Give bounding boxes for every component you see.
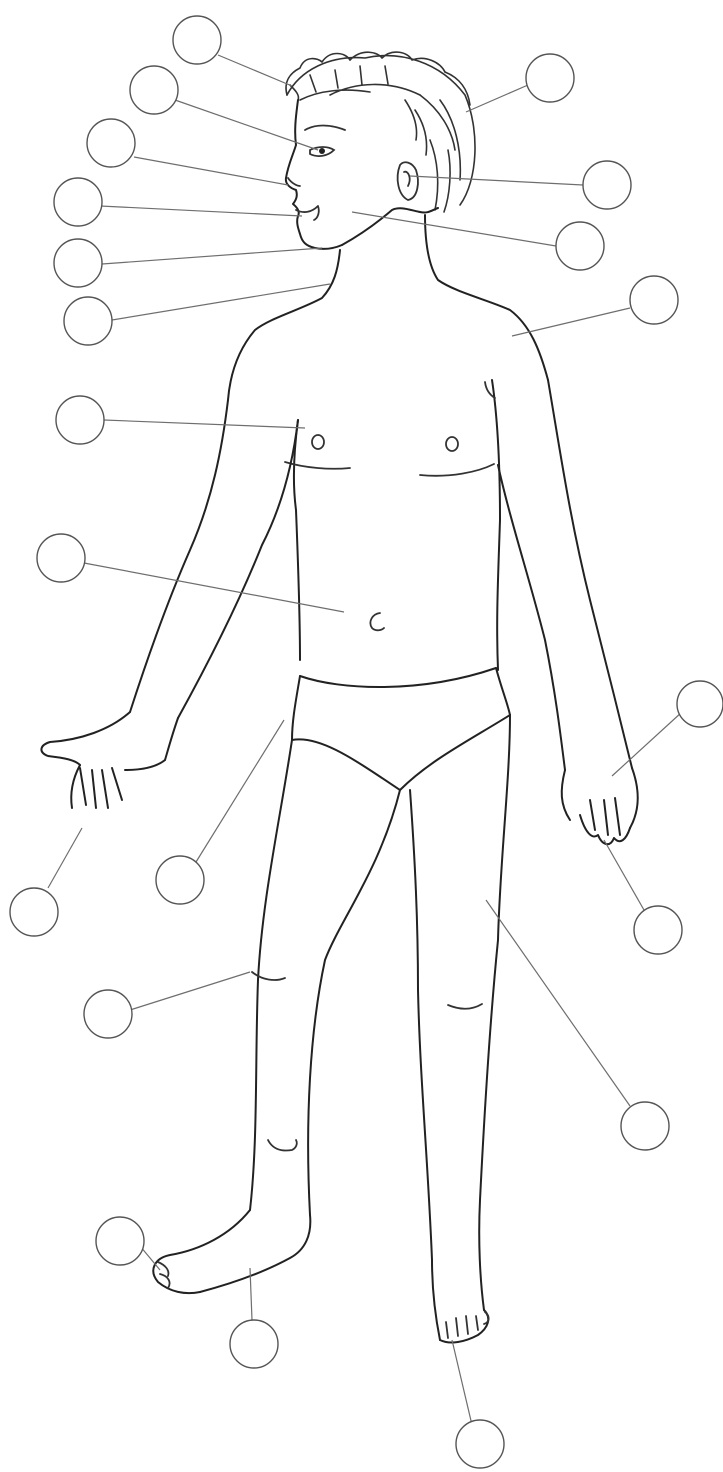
- leader-leg: [486, 900, 630, 1106]
- eye: [305, 126, 345, 157]
- nose: [288, 178, 300, 186]
- label-circle-foot[interactable]: [230, 1320, 278, 1368]
- right-hand: [562, 768, 638, 844]
- left-knee-mark: [252, 972, 285, 980]
- neck-right: [425, 215, 548, 380]
- label-circle-wrist[interactable]: [677, 681, 723, 727]
- underwear: [292, 668, 510, 790]
- label-circle-hand-left[interactable]: [10, 888, 58, 936]
- label-circle-head[interactable]: [526, 54, 574, 102]
- label-circle-nose[interactable]: [87, 119, 135, 167]
- label-circle-mouth[interactable]: [54, 178, 102, 226]
- leader-neck: [112, 284, 330, 320]
- chest-left-nipple: [312, 435, 324, 449]
- leader-chest: [104, 420, 305, 428]
- leader-mouth: [100, 206, 302, 216]
- left-arm-outer: [130, 400, 228, 712]
- label-circle-ear[interactable]: [583, 161, 631, 209]
- leader-head: [466, 85, 528, 112]
- chest-line-right: [420, 464, 494, 476]
- leader-chin: [102, 248, 322, 264]
- label-circle-chin[interactable]: [54, 239, 102, 287]
- left-leg-inner: [308, 790, 400, 1215]
- leader-hair: [218, 55, 292, 86]
- leader-ear: [410, 176, 583, 185]
- leader-hip: [196, 720, 284, 862]
- hair: [286, 52, 475, 212]
- left-arm-inner: [178, 420, 298, 718]
- torso-right: [492, 380, 500, 670]
- right-leg-inner: [410, 790, 432, 1260]
- belly-button: [370, 613, 384, 630]
- leader-toes-right: [452, 1340, 472, 1425]
- label-circle-cheek[interactable]: [556, 222, 604, 270]
- left-foot: [153, 1210, 310, 1293]
- label-circle-shoulder[interactable]: [630, 276, 678, 324]
- label-circle-hip[interactable]: [156, 856, 204, 904]
- right-knee-mark: [448, 1004, 482, 1009]
- body-figure: [41, 52, 637, 1342]
- torso-left: [294, 420, 300, 660]
- label-circle-hair[interactable]: [173, 16, 221, 64]
- left-ankle-mark: [268, 1140, 297, 1151]
- leader-fingers: [604, 840, 644, 910]
- leader-nose: [134, 157, 288, 185]
- left-hand: [41, 712, 178, 808]
- right-leg-outer: [479, 715, 510, 1310]
- label-circle-chest[interactable]: [56, 396, 104, 444]
- leader-cheek: [352, 212, 556, 246]
- label-circle-eye[interactable]: [130, 66, 178, 114]
- label-circle-belly-button[interactable]: [37, 534, 85, 582]
- neck-left: [228, 250, 340, 400]
- leader-belly-button: [84, 563, 344, 612]
- leader-hand-left: [48, 828, 82, 888]
- leader-shoulder: [512, 308, 630, 336]
- right-arm-outer: [548, 380, 632, 768]
- leader-wrist: [612, 712, 682, 776]
- leader-knee: [130, 972, 250, 1010]
- label-circle-fingers[interactable]: [634, 906, 682, 954]
- right-arm-inner: [498, 465, 565, 770]
- label-circle-neck[interactable]: [64, 297, 112, 345]
- label-circle-toes-left[interactable]: [96, 1217, 144, 1265]
- label-circles: [10, 16, 723, 1468]
- ear: [398, 162, 418, 200]
- label-circle-toes-right[interactable]: [456, 1420, 504, 1468]
- label-circle-knee[interactable]: [84, 990, 132, 1038]
- label-circle-leg[interactable]: [621, 1102, 669, 1150]
- chest-right-nipple: [446, 437, 458, 451]
